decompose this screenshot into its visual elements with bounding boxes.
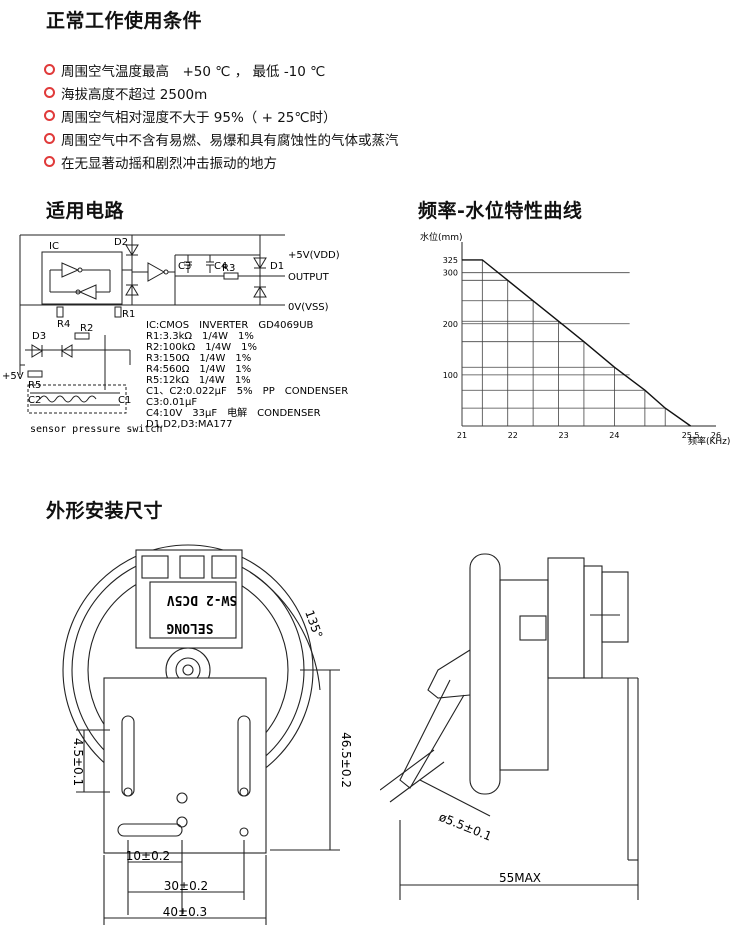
spec-line: C1、C2:0.022μF 5% PP CONDENSER — [146, 386, 348, 397]
x-tick-label: 25.5 — [682, 431, 700, 440]
list-item: 海拔高度不超过 2500m — [44, 81, 399, 104]
angle-label: 135° — [302, 608, 325, 640]
y-tick-label: 100 — [443, 371, 458, 380]
spec-line: IC:CMOS INVERTER GD4069UB — [146, 320, 314, 331]
dim-depth: 55MAX — [499, 871, 541, 885]
x-tick-label: 21 — [457, 431, 467, 440]
dim-height: 46.5±0.2 — [339, 732, 353, 788]
bullet-icon — [44, 156, 55, 167]
spec-line: R3:150Ω 1/4W 1% — [146, 353, 251, 364]
ic-label: IC — [49, 241, 59, 252]
dims-title: 外形安装尺寸 — [46, 500, 164, 522]
list-item: 周围空气中不含有易燃、易爆和具有腐蚀性的气体或蒸汽 — [44, 127, 399, 150]
frequency-level-chart: 水位(mm) 频率(KHz) 21 22 23 24 25.5 26 100 200 300 32… — [420, 231, 730, 447]
y-tick-label: 325 — [443, 256, 458, 265]
vss-label: 0V(VSS) — [288, 302, 329, 313]
output-label: OUTPUT — [288, 272, 330, 283]
list-item: 在无显著动摇和剧烈冲击振动的地方 — [44, 150, 399, 173]
dim-small: 4.5±0.1 — [71, 738, 85, 786]
ic-box — [41, 251, 123, 305]
y-tick-label: 300 — [443, 269, 458, 278]
spec-line: R4:560Ω 1/4W 1% — [146, 364, 251, 375]
dim-dia: ø5.5±0.1 — [437, 810, 494, 844]
bullet-icon — [44, 87, 55, 98]
r5-label: R5 — [28, 380, 41, 391]
d2-label: D2 — [114, 237, 128, 248]
c3-label: C3 — [178, 261, 191, 272]
x-tick-label: 26 — [711, 431, 721, 440]
c2-label: C2 — [28, 395, 41, 406]
d3-label: D3 — [32, 331, 46, 342]
bullet-icon — [44, 133, 55, 144]
r4-label: R4 — [57, 319, 70, 330]
d1-label: D1 — [270, 261, 284, 272]
r3-label: R3 — [222, 263, 235, 274]
plus5v-label: +5V — [2, 371, 24, 382]
vdd-label: +5V(VDD) — [288, 250, 340, 261]
side-view-drawing: ø5.5±0.1 55MAX — [380, 553, 639, 900]
spec-line: R5:12kΩ 1/4W 1% — [146, 375, 251, 386]
label-line2: SELONG — [166, 620, 213, 635]
spec-line: C4:10V 33μF 电解 CONDENSER — [146, 406, 321, 419]
series-line — [462, 259, 692, 427]
bullet-icon — [44, 64, 55, 75]
r2-label: R2 — [80, 323, 93, 334]
x-tick-label: 22 — [508, 431, 518, 440]
x-tick-label: 24 — [609, 431, 619, 440]
circuit-title: 适用电路 — [46, 200, 125, 222]
bullet-icon — [44, 110, 55, 121]
list-item: 周围空气温度最高 +50 ℃ ， 最低 -10 ℃ — [44, 58, 399, 81]
x-axis-label: 频率(KHz) — [688, 435, 730, 447]
list-item: 周围空气相对湿度不大于 95%（ + 25℃时） — [44, 104, 399, 127]
spec-line: C3:0.01μF — [146, 397, 197, 408]
conditions-list: 周围空气温度最高 +50 ℃ ， 最低 -10 ℃ 海拔高度不超过 2500m … — [44, 58, 399, 173]
c4-label: C4 — [214, 261, 227, 272]
conditions-title: 正常工作使用条件 — [46, 10, 203, 32]
circuit-diagram: IC D2 C3 C4 R3 D1 +5V(VDD) OUTPUT 0V(VSS… — [2, 234, 348, 435]
r1-label: R1 — [122, 309, 135, 320]
spec-line: R2:100kΩ 1/4W 1% — [146, 342, 257, 353]
dim-slot: 10±0.2 — [126, 849, 170, 863]
y-axis-label: 水位(mm) — [420, 231, 463, 243]
dim-holes: 30±0.2 — [164, 879, 208, 893]
dim-width: 40±0.3 — [163, 905, 207, 919]
spec-line: D1,D2,D3:MA177 — [146, 419, 232, 430]
front-view-drawing: SW-2 DC5V SELONG 135° 46.5±0.2 4.5±0.1 1… — [62, 544, 353, 925]
switch-label: sensor pressure switch — [30, 424, 162, 435]
spec-line: R1:3.3kΩ 1/4W 1% — [146, 331, 254, 342]
y-tick-label: 200 — [443, 320, 458, 329]
label-line1: SW-2 DC5V — [167, 592, 238, 607]
c1-label: C1 — [118, 395, 131, 406]
x-tick-label: 23 — [559, 431, 569, 440]
curve-title: 频率-水位特性曲线 — [418, 200, 583, 222]
